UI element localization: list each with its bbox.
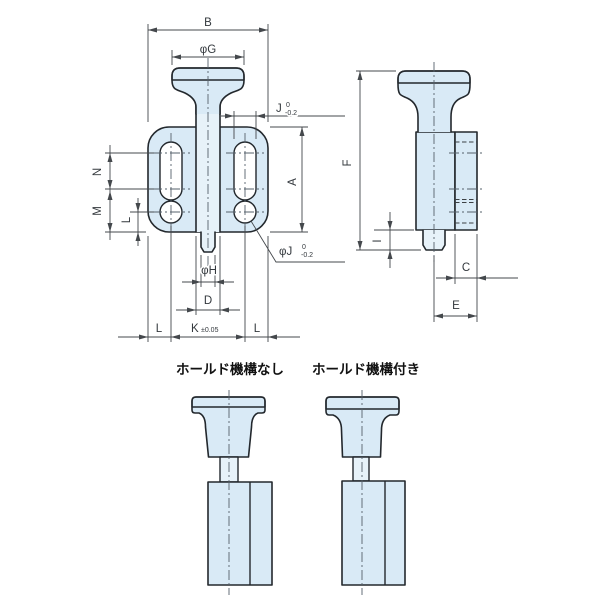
- dimension-l-vertical: L: [120, 198, 154, 246]
- dimension-phi-h: φH: [182, 255, 234, 287]
- dimension-label-a: A: [287, 178, 299, 186]
- variant-with-hold: [325, 390, 406, 595]
- dimension-a: A: [270, 126, 308, 233]
- dimension-phi-j-leader: φJ 0 -0.2: [250, 220, 345, 263]
- front-view: B φG J 0 -0.2 A: [92, 17, 345, 342]
- dimension-n-m: N M: [92, 145, 154, 240]
- dimension-label-phi-j-lower: -0.2: [301, 252, 313, 259]
- side-hidden-hole-lines: [455, 141, 477, 224]
- dimension-j: J 0 -0.2: [221, 101, 345, 139]
- hole-centerlines: [152, 133, 264, 230]
- caption-without-hold: ホールド機構なし: [176, 361, 284, 377]
- dimension-chain-lkl: L K ±0.05 L: [118, 226, 300, 342]
- wh-knurl-band: [191, 396, 266, 408]
- knurl-band: [171, 67, 245, 81]
- dimension-label-l-left: L: [156, 323, 163, 335]
- dimension-label-n: N: [92, 168, 104, 176]
- dimension-label-c: C: [462, 262, 470, 274]
- side-view: F I C E: [342, 62, 518, 322]
- variant-without-hold: [191, 390, 273, 595]
- dimension-label-l-vertical: L: [121, 216, 133, 223]
- dimension-label-j-lower: -0.2: [285, 110, 297, 117]
- dimension-label-j: J: [276, 103, 282, 115]
- dimension-label-d: D: [204, 295, 212, 307]
- plunger-stem-edges: [195, 103, 221, 233]
- dimension-label-phi-g: φG: [200, 44, 216, 56]
- hh-knurl-band: [325, 396, 400, 410]
- dimension-i: I: [371, 212, 414, 268]
- side-knurl-band: [397, 70, 471, 84]
- side-flange-plate: [454, 131, 478, 231]
- dimension-d: D: [176, 236, 240, 315]
- dimension-f: F: [342, 70, 421, 251]
- caption-with-hold: ホールド機構付き: [312, 361, 420, 377]
- dimension-label-phi-j-upper: 0: [302, 244, 306, 251]
- dimension-label-m: M: [92, 206, 104, 216]
- dimension-label-e: E: [452, 300, 460, 312]
- wh-body-block: [207, 481, 273, 586]
- dimension-label-l-right: L: [254, 323, 261, 335]
- dimension-label-k: K: [191, 323, 199, 335]
- dimension-phi-g: φG: [171, 44, 245, 65]
- dimension-label-k-tolerance: ±0.05: [201, 327, 219, 334]
- dimension-b: B: [147, 17, 269, 122]
- dimension-label-j-upper: 0: [286, 102, 290, 109]
- dimension-label-phi-j: φJ: [279, 246, 292, 258]
- dimension-label-phi-h: φH: [201, 265, 217, 277]
- dimension-e: E: [433, 256, 477, 322]
- hh-stem: [352, 456, 370, 482]
- dimension-label-b: B: [204, 17, 212, 29]
- dimension-label-f: F: [342, 159, 354, 166]
- dimension-c: C: [436, 234, 518, 322]
- dimension-label-i: I: [372, 239, 384, 242]
- side-hole-centerlines: [449, 152, 483, 213]
- hh-body-block: [341, 480, 406, 586]
- side-body: [415, 131, 456, 231]
